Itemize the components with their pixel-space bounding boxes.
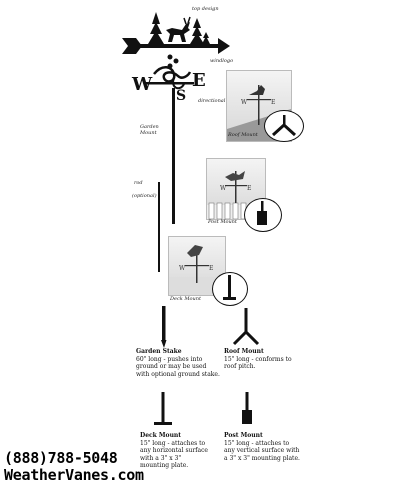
deck-mount-body: 15" long - attaches to any horizontal su…	[140, 439, 208, 470]
deck-mount-title: Deck Mount	[140, 432, 182, 439]
roof-mount-body: 15" long - conforms to roof pitch.	[224, 355, 292, 371]
label-rod: rod	[134, 180, 143, 186]
roof-mount-caption: Roof Mount 15" long - conforms to roof p…	[224, 348, 300, 371]
svg-text:W: W	[220, 185, 227, 192]
roof-mount-photo-label: Roof Mount	[228, 132, 258, 138]
deck-mount-caption: Deck Mount 15" long - attaches to any ho…	[140, 432, 212, 470]
roof-mount-icon	[232, 308, 260, 346]
garden-stake-body: 60" long - pushes into ground or may be …	[136, 355, 220, 378]
roof-mount-detail	[264, 110, 304, 142]
weathervane-illustration: W E S	[122, 12, 230, 224]
deck-mount-photo-label: Deck Mount	[170, 296, 201, 302]
garden-stake-title: Garden Stake	[136, 348, 182, 355]
label-directional: directional	[198, 98, 226, 104]
post-mount-caption: Post Mount 15" long - attaches to any ve…	[224, 432, 300, 462]
post-mount-icon	[242, 392, 252, 424]
deck-vane-icon: W E	[169, 245, 225, 295]
svg-text:W: W	[179, 265, 186, 272]
post-mount-photo: W E	[206, 158, 266, 220]
compass-s: S	[176, 88, 186, 104]
label-windlogo: windlogo	[210, 58, 234, 64]
label-garden-mount: Garden Mount	[140, 124, 159, 136]
deck-mount-detail	[212, 272, 248, 306]
compass-w: W	[131, 74, 153, 95]
svg-text:E: E	[271, 99, 275, 106]
arrow-tail	[122, 38, 142, 54]
contact-phone[interactable]: (888)788-5048	[4, 449, 118, 467]
optional-rod	[158, 182, 160, 272]
post-mount-detail	[244, 198, 282, 232]
arrow-head	[218, 38, 230, 54]
post-mount-body: 15" long - attaches to any vertical surf…	[224, 439, 300, 462]
roof-mount-title: Roof Mount	[224, 348, 264, 355]
post-mount-title: Post Mount	[224, 432, 263, 439]
garden-stake-icon	[161, 306, 167, 348]
arrow-shaft	[138, 44, 218, 48]
svg-text:E: E	[247, 185, 251, 192]
deck-mount-icon	[154, 392, 172, 425]
label-top-design: top design	[192, 6, 219, 12]
svg-text:E: E	[209, 265, 213, 272]
top-design	[148, 12, 210, 44]
post-mount-photo-label: Post Mount	[208, 219, 237, 225]
compass-e: E	[192, 70, 206, 91]
contact-website[interactable]: WeatherVanes.com	[4, 466, 144, 485]
label-optional: (optional)	[132, 193, 157, 199]
garden-stake-caption: Garden Stake 60" long - pushes into grou…	[136, 348, 220, 378]
svg-text:W: W	[241, 99, 248, 106]
contact-block: (888)788-5048 WeatherVanes.com	[4, 449, 144, 485]
vane-rod	[172, 88, 175, 224]
